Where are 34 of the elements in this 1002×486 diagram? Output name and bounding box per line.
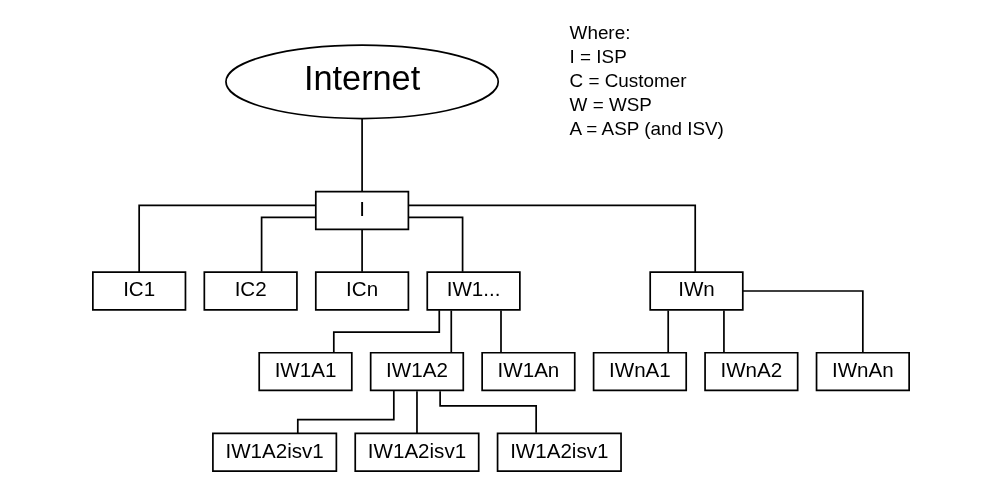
connector bbox=[407, 204, 697, 273]
connector bbox=[500, 309, 502, 354]
node-box: IC1 bbox=[92, 271, 187, 311]
node-box: IW1... bbox=[426, 271, 521, 311]
node-box: IWnAn bbox=[815, 351, 910, 392]
connector bbox=[332, 309, 441, 354]
connector bbox=[407, 216, 464, 273]
node-ellipse: Internet bbox=[225, 44, 500, 120]
node-box: IW1An bbox=[481, 351, 576, 392]
connector bbox=[361, 229, 363, 273]
node-box: IW1A2isv1 bbox=[212, 432, 338, 472]
node-box: IW1A2isv1 bbox=[496, 432, 622, 472]
connector bbox=[450, 309, 453, 354]
connector bbox=[260, 216, 317, 273]
node-box: IW1A2 bbox=[369, 351, 465, 392]
label: W = WSP bbox=[569, 93, 652, 115]
node-box: IWnA1 bbox=[592, 351, 688, 392]
node-box: IW1A1 bbox=[258, 351, 353, 392]
node-box: IC2 bbox=[203, 271, 298, 311]
connector bbox=[723, 309, 725, 354]
connector bbox=[138, 204, 317, 273]
label: C = Customer bbox=[569, 69, 687, 91]
node-box: I bbox=[314, 190, 410, 231]
node-box: IW1A2isv1 bbox=[354, 432, 480, 472]
label: I = ISP bbox=[569, 45, 627, 67]
label: Where: bbox=[569, 21, 631, 43]
node-box: ICn bbox=[314, 271, 410, 311]
node-box: IWnA2 bbox=[704, 351, 799, 392]
connector bbox=[361, 117, 363, 193]
connector bbox=[667, 309, 670, 354]
connector bbox=[416, 390, 418, 434]
connector bbox=[741, 290, 864, 353]
label: A = ASP (and ISV) bbox=[569, 117, 724, 139]
node-box: IWn bbox=[649, 271, 744, 311]
